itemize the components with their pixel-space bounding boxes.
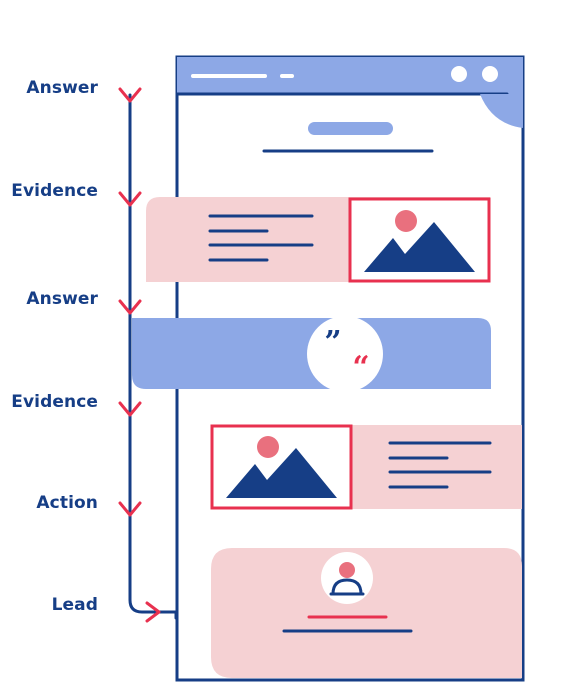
image-icon xyxy=(348,197,491,283)
quote-close-mark: “ xyxy=(352,350,369,385)
chevron-down-icon xyxy=(118,299,142,315)
step-markers xyxy=(118,87,161,623)
header-pill xyxy=(308,122,393,135)
step-label-answer-2: Answer xyxy=(26,289,98,309)
quote-icon xyxy=(307,316,383,392)
quote-open-mark: ” xyxy=(324,325,341,360)
evidence-block-2 xyxy=(210,424,522,510)
user-icon xyxy=(321,552,373,604)
window-dot-right xyxy=(482,66,498,82)
lead-card xyxy=(211,548,522,678)
step-label-action: Action xyxy=(36,493,98,513)
chevron-down-icon xyxy=(118,401,142,417)
quote-block xyxy=(132,316,491,392)
step-label-evidence-1: Evidence xyxy=(11,181,98,201)
step-label-answer-1: Answer xyxy=(26,78,98,98)
image-icon xyxy=(210,424,353,510)
chevron-down-icon xyxy=(118,501,142,517)
page-header xyxy=(262,122,434,153)
step-label-lead: Lead xyxy=(51,595,98,615)
window-dot-left xyxy=(451,66,467,82)
chevron-down-icon xyxy=(118,191,142,207)
step-label-evidence-2: Evidence xyxy=(11,392,98,412)
chevron-down-icon xyxy=(118,87,142,103)
chevron-right-icon xyxy=(145,601,161,623)
evidence-block-1 xyxy=(146,197,491,283)
